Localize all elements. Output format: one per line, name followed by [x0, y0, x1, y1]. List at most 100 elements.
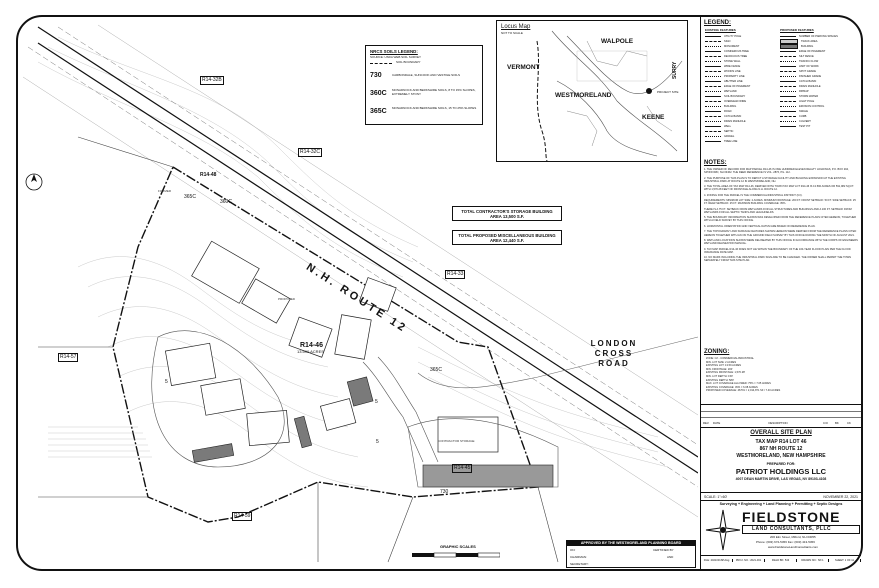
lot-label: R14-46: [300, 342, 323, 349]
legend-item-label: PROPERTY LINE: [724, 75, 745, 78]
legend-symbol-icon: [705, 101, 721, 102]
legend-item: ROAD: [705, 109, 777, 114]
services-line: Surveying + Engineering + Land Planning …: [719, 502, 843, 506]
legend-symbol-icon: [780, 36, 796, 37]
north-arrow-icon: [25, 173, 43, 191]
abutter-lines: [38, 136, 559, 563]
legend-item: EROSION CONTROL: [780, 104, 858, 109]
note-item: 8. WETLAND LOCATIONS SHOWN WERE DELINEAT…: [704, 239, 858, 246]
rev-col: BK: [835, 421, 839, 425]
legend-item-label: CATCH BASIN: [724, 115, 742, 118]
prepared-for: PREPARED FOR:: [766, 462, 796, 466]
site-address: 867 NH ROUTE 12: [759, 446, 803, 452]
legend-item-label: WIRE FENCE: [724, 65, 741, 68]
legend-symbol-icon: [780, 76, 796, 77]
note-item: THERE IS A 75 FT. SETBACK FROM WETLANDS …: [704, 207, 852, 214]
legend-item-label: SIGN: [724, 40, 731, 43]
locus-label: WESTMORELAND: [555, 92, 612, 99]
soil-code: 360C: [370, 90, 387, 97]
legend-item-label: ABUTTER LINE: [724, 80, 743, 83]
sheet-border: [16, 15, 863, 571]
parcel-label: R14-48: [200, 172, 217, 178]
rev-header-row: REV. DATE DESCRIPTION C/O BK CK: [701, 421, 861, 425]
footer-cell: SHEET: 1 OF 11: [829, 558, 861, 562]
legend-symbol-icon: [780, 66, 796, 67]
plan-date: NOVEMBER 22, 2021: [823, 494, 858, 499]
zoning-line: MIN. LOT DEPTH: 150': [706, 374, 733, 378]
legend-item: WIRE FENCE: [705, 64, 777, 69]
legend-item: BUILDING: [780, 44, 858, 49]
legend-item: OVERHEAD WIRE: [705, 99, 777, 104]
svg-text:FORMER: FORMER: [158, 189, 172, 193]
legend-item: CONIFEROUS TREE: [705, 49, 777, 54]
legend-item-label: LIGHT POLE: [799, 100, 815, 103]
legend-item-label: GRAVEL: [724, 135, 735, 138]
legend-symbol-icon: [705, 136, 721, 137]
legend-item: TRAFFIC FLOW: [780, 59, 858, 64]
zoning-line: MAX. LOT COVERAGE ALLOWED: 75% = 7.05 AC…: [706, 382, 771, 386]
soil-label: 5: [375, 399, 378, 405]
legend-item-label: BUILDING: [801, 45, 814, 48]
parcel-label: R14-32B: [200, 76, 224, 85]
legend-item: STORM WATER: [780, 94, 858, 99]
soils-legend-title: NRCS SOILS LEGEND:: [370, 49, 418, 54]
rev-line: [701, 411, 861, 412]
cross-road-text: LONDON CROSS ROAD: [590, 339, 638, 368]
site-plan-drawing: FORMER PROPOSED CONTRACTOR STORAGE: [22, 24, 698, 563]
legend-symbol-icon: [705, 141, 721, 142]
note-item: 1. THE OWNER OF RECORD FOR MAP PARCEL R1…: [704, 168, 849, 175]
misc-building-text: TOTAL PROPOSED MISCELLANEOUS BUILDING AR…: [458, 233, 556, 243]
legend-title: LEGEND:: [704, 20, 731, 26]
legend-symbol-icon: [780, 44, 798, 49]
zoning-line: EXISTING DEPTH: 580': [706, 378, 734, 382]
locus-map: Locus Map NOT TO SCALE WALPOLE VERMONT W…: [496, 20, 688, 162]
legend-item: WOODS LINE: [705, 69, 777, 74]
client-address: 4007 DEAN MARTIN DRIVE, LAS VEGAS, NV 89…: [735, 477, 827, 481]
legend-item: LIGHT POLE: [780, 99, 858, 104]
legend-symbol-icon: [705, 51, 721, 52]
legend-item: TRACK AREA: [780, 39, 858, 44]
legend-symbol-icon: [705, 66, 721, 67]
legend-item-label: CURB: [799, 115, 807, 118]
soil-desc: MONADNOCK AND BERKSHIRE SOILS, 15 TO 25%…: [392, 106, 477, 110]
rev-col: DESCRIPTION: [768, 421, 788, 425]
legend-proposed-header: PROPOSED FEATURES: [780, 28, 814, 32]
legend-item-label: ROAD: [724, 110, 732, 113]
note-item: 10. NO MARK INCLUDING THE INDUSTRIAL PAR…: [704, 256, 851, 263]
soil-label: 5: [165, 379, 168, 385]
legend-item: RIPRAP: [780, 89, 858, 94]
locus-map-scale: NOT TO SCALE: [501, 31, 523, 35]
legend-item: SPOT GRADE: [780, 69, 858, 74]
rev-col: REV.: [703, 421, 710, 425]
legend-item-label: WETLAND: [724, 90, 737, 93]
firm-web: www.FieldstoneLandConsultants.com: [768, 545, 819, 549]
fieldstone-logo-icon: [705, 509, 741, 551]
svg-text:CONTRACTOR STORAGE: CONTRACTOR STORAGE: [438, 439, 475, 443]
plan-scale: SCALE: 1"=60': [704, 494, 728, 499]
legend-item-label: CULVERT: [799, 120, 811, 123]
zoning-line: MIN. FRONTAGE: 200': [706, 367, 733, 371]
legend-item: FINISHED GRADE: [780, 74, 858, 79]
title-block: OVERALL SITE PLAN TAX MAP R14 LOT 46 867…: [701, 427, 861, 497]
legend-symbol-icon: [780, 116, 796, 117]
legend-symbol-icon: [705, 131, 721, 132]
legend-symbol-icon: [780, 121, 796, 122]
legend-symbol-icon: [780, 61, 796, 62]
svg-text:PROPOSED: PROPOSED: [278, 297, 296, 301]
legend-item: BUILDING: [705, 104, 777, 109]
legend-item-label: SPOT GRADE: [799, 70, 816, 73]
locus-map-drawing: [536, 30, 683, 161]
right-panel-divider: [700, 17, 701, 569]
zoning-line: PROPOSED COVERAGE: 48.5% = 2,014,871 SF …: [706, 389, 781, 393]
legend-symbol-icon: [780, 51, 796, 52]
property-boundary: [112, 165, 539, 523]
contractor-storage-box: TOTAL CONTRACTOR'S STORAGE BUILDING AREA…: [452, 206, 562, 221]
note-item: 4. ZONING FOR THE PARCEL IS THE COMMERCI…: [704, 193, 803, 197]
cross-road-label: LONDON CROSS ROAD: [584, 339, 644, 369]
contractor-storage-text: TOTAL CONTRACTOR'S STORAGE BUILDING AREA…: [461, 209, 553, 219]
firm-sub-box: [742, 525, 860, 534]
legend-symbol-icon: [780, 56, 796, 57]
note-item: 6. HORIZONTAL ORIENTATION AND VERTICAL D…: [704, 224, 816, 228]
